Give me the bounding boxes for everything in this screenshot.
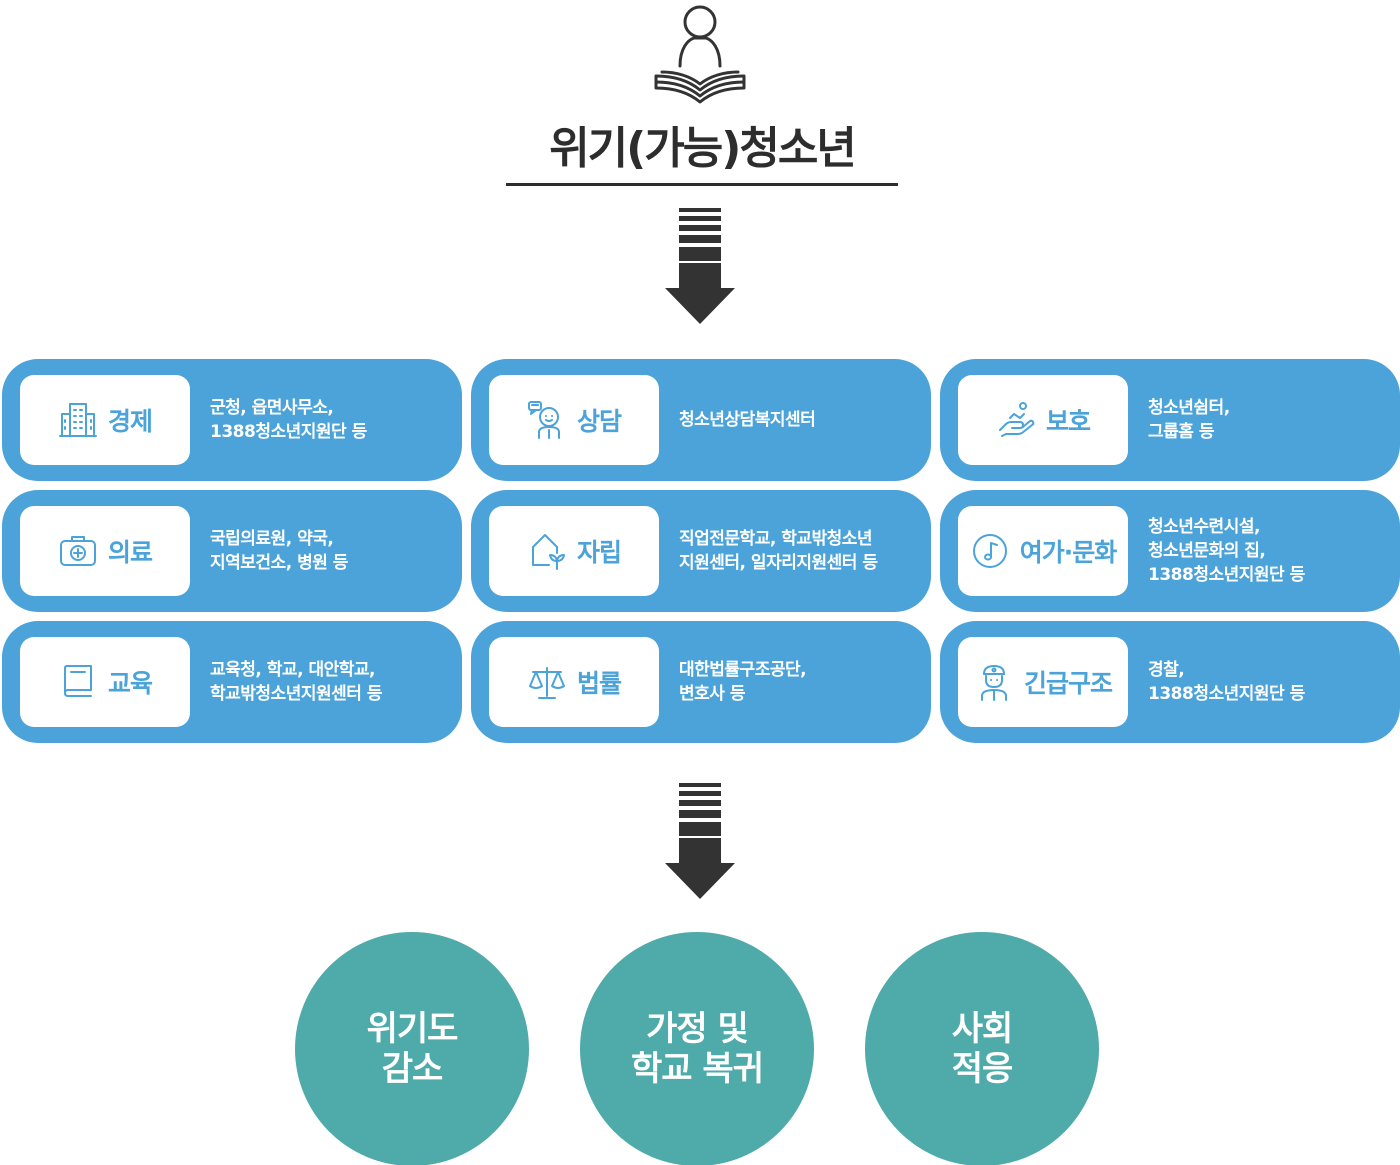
page-title: 위기(가능)청소년 [506, 118, 898, 186]
counselor-speech-icon [527, 401, 560, 439]
medical-kit-icon [59, 536, 96, 566]
service-label-box: 의료 [20, 506, 190, 596]
service-label: 상담 [576, 407, 622, 436]
service-description: 청소년상담복지센터 [679, 410, 816, 430]
service-label-box: 교육 [20, 637, 190, 727]
outcome-crisis-reduction: 위기도 감소 [295, 932, 529, 1165]
service-label-box: 경제 [20, 375, 190, 465]
service-card-leisure-culture: 여가·문화 청소년수련시설, 청소년문화의 집, 1388청소년지원단 등 [940, 490, 1400, 612]
book-icon [63, 665, 92, 697]
down-arrow-icon [665, 208, 735, 324]
service-description: 대한법률구조공단, 변호사 등 [679, 660, 807, 704]
outcome-social-adaptation: 사회 적응 [865, 932, 1099, 1165]
service-label: 법률 [576, 669, 622, 698]
service-card-counseling: 상담 청소년상담복지센터 [471, 359, 931, 481]
service-label: 경제 [107, 407, 153, 436]
service-card-medical: 의료 국립의료원, 약국, 지역보건소, 병원 등 [2, 490, 462, 612]
service-label-box: 긴급구조 [958, 637, 1128, 727]
caring-hand-icon [998, 402, 1035, 437]
service-label-box: 자립 [489, 506, 659, 596]
reading-person-icon [654, 5, 746, 104]
building-icon [58, 403, 97, 437]
service-label-box: 법률 [489, 637, 659, 727]
service-label: 여가·문화 [1019, 538, 1117, 567]
service-card-protection: 보호 청소년쉼터, 그룹홈 등 [940, 359, 1400, 481]
down-arrow-icon [665, 783, 735, 899]
service-label: 의료 [107, 538, 153, 567]
service-label: 자립 [576, 538, 622, 567]
service-description: 청소년쉼터, 그룹홈 등 [1148, 398, 1230, 442]
service-card-economy: 경제 군청, 읍면사무소, 1388청소년지원단 등 [2, 359, 462, 481]
service-card-independence: 자립 직업전문학교, 학교밖청소년 지원센터, 일자리지원센터 등 [471, 490, 931, 612]
service-description: 직업전문학교, 학교밖청소년 지원센터, 일자리지원센터 등 [679, 529, 878, 573]
service-label: 교육 [107, 669, 153, 698]
police-officer-icon [980, 665, 1007, 701]
house-sprout-icon [531, 534, 565, 570]
music-note-icon [972, 534, 1007, 568]
service-label: 보호 [1045, 407, 1091, 436]
service-label-box: 상담 [489, 375, 659, 465]
service-card-legal: 법률 대한법률구조공단, 변호사 등 [471, 621, 931, 743]
service-description: 청소년수련시설, 청소년문화의 집, 1388청소년지원단 등 [1148, 517, 1305, 585]
service-card-education: 교육 교육청, 학교, 대안학교, 학교밖청소년지원센터 등 [2, 621, 462, 743]
service-description: 국립의료원, 약국, 지역보건소, 병원 등 [210, 529, 348, 573]
service-description: 교육청, 학교, 대안학교, 학교밖청소년지원센터 등 [210, 660, 382, 704]
service-label-box: 여가·문화 [958, 506, 1128, 596]
service-description: 군청, 읍면사무소, 1388청소년지원단 등 [210, 398, 367, 442]
service-label-box: 보호 [958, 375, 1128, 465]
scales-icon [528, 667, 565, 699]
outcome-return-home-school: 가정 및 학교 복귀 [580, 932, 814, 1165]
service-card-emergency-rescue: 긴급구조 경찰, 1388청소년지원단 등 [940, 621, 1400, 743]
service-label: 긴급구조 [1023, 669, 1113, 698]
service-description: 경찰, 1388청소년지원단 등 [1148, 660, 1305, 704]
